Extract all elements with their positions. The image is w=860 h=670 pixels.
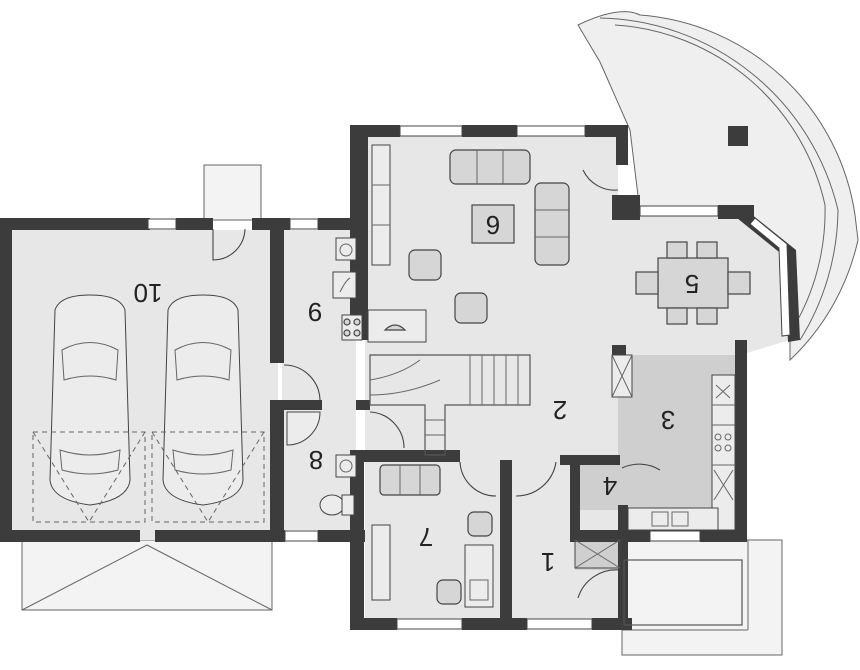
room-label-3: 3 xyxy=(661,405,675,435)
office-furniture xyxy=(371,464,494,608)
walls xyxy=(0,125,800,630)
living-furniture xyxy=(341,144,633,398)
column xyxy=(728,126,748,146)
room-label-1: 1 xyxy=(541,547,555,577)
driveway xyxy=(21,539,273,611)
kitchen-fixtures xyxy=(627,374,736,531)
exterior xyxy=(21,11,859,656)
room-label-4: 4 xyxy=(603,471,617,501)
round-terrace xyxy=(577,11,859,362)
bathroom-fixtures xyxy=(286,237,357,516)
windows xyxy=(147,125,791,630)
garage-door-swing xyxy=(32,431,265,523)
entry-details xyxy=(623,559,743,626)
room-labels: 1 2 3 4 5 6 7 8 9 10 xyxy=(134,210,700,577)
terrace-entry xyxy=(621,539,783,656)
room-label-6: 6 xyxy=(486,210,500,240)
doors xyxy=(212,169,661,599)
pantry-floor xyxy=(580,462,620,510)
room-label-9: 9 xyxy=(308,297,322,327)
room-label-7: 7 xyxy=(419,522,433,552)
room-label-5: 5 xyxy=(685,269,699,299)
dining-furniture xyxy=(635,241,751,325)
car-right xyxy=(162,294,244,506)
kitchen-floor xyxy=(618,355,735,530)
room-label-2: 2 xyxy=(553,395,567,425)
room-label-10: 10 xyxy=(134,278,163,308)
staircase xyxy=(369,354,531,456)
room-label-8: 8 xyxy=(309,445,323,475)
car-left xyxy=(49,294,131,506)
